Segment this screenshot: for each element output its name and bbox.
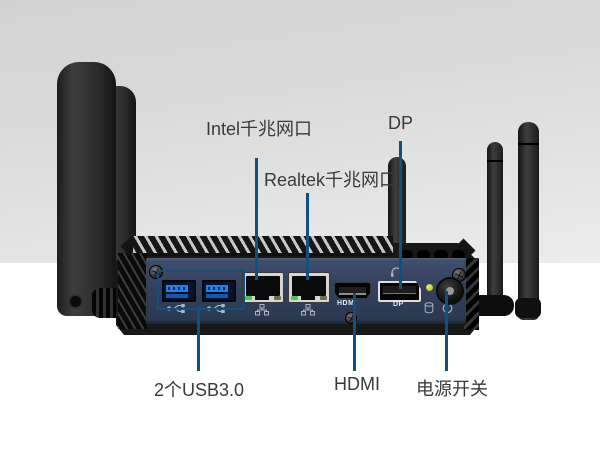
usb3-port-1 — [162, 280, 196, 302]
heatsink-fins-right — [464, 258, 479, 330]
left-paddle-antenna-front — [57, 62, 116, 316]
power-button-cap — [446, 287, 454, 295]
top-vent-slots — [399, 250, 465, 260]
callout-line-realtek-lan — [306, 193, 309, 280]
lan-led-amber — [320, 296, 327, 300]
label-realtek-lan: Realtek千兆网口 — [264, 170, 398, 190]
vent-slot — [434, 250, 448, 260]
callout-line-hdmi — [353, 293, 356, 371]
usb-callout-box — [157, 270, 245, 310]
callout-line-usb — [197, 306, 200, 371]
vent-slot — [416, 250, 430, 260]
hdmi-slot — [339, 287, 366, 295]
lan-led-green — [245, 296, 252, 300]
label-intel-lan: Intel千兆网口 — [206, 119, 313, 139]
label-hdmi: HDMI — [334, 374, 380, 394]
usb-pins — [168, 287, 186, 290]
vent-slot — [451, 250, 465, 260]
right-antenna-elbow — [515, 298, 541, 318]
usb-base — [206, 294, 228, 298]
callout-line-dp — [399, 141, 402, 289]
usb-pins — [208, 287, 226, 290]
label-dp: DP — [388, 113, 414, 133]
usb3-port-2 — [202, 280, 236, 302]
callout-line-power — [445, 291, 448, 371]
antenna-hole — [68, 294, 83, 309]
lan-led-amber — [274, 296, 281, 300]
label-power: 电源开关 — [416, 379, 488, 399]
label-usb: 2个USB3.0 — [154, 380, 245, 400]
lan-port-realtek — [288, 272, 330, 303]
antenna-seam — [487, 160, 503, 162]
rj45-jack — [292, 276, 326, 296]
heatsink-fins-left — [118, 253, 147, 329]
rj45-tab — [255, 295, 269, 300]
dp-slot — [383, 286, 416, 294]
rj45-tab — [301, 295, 315, 300]
heatsink-fins-top — [133, 236, 393, 256]
ethernet-nodes-icon — [301, 304, 315, 316]
rj45-jack — [246, 276, 280, 296]
antenna-seam — [518, 143, 539, 145]
screw-icon — [149, 265, 163, 279]
hdmi-port-print: HDMI — [337, 300, 357, 307]
right-rod-antenna-short — [487, 142, 503, 312]
screw-icon — [452, 268, 466, 282]
lan-port-intel — [242, 272, 284, 303]
hdd-indicator-icon — [424, 302, 434, 314]
right-rod-antenna-tall — [518, 122, 539, 320]
hdmi-port — [334, 282, 371, 299]
vent-slot — [399, 250, 413, 260]
dp-port-print: DP — [393, 301, 404, 308]
ethernet-nodes-icon — [255, 304, 269, 316]
lan-led-green — [291, 296, 298, 300]
callout-line-intel-lan — [255, 158, 258, 280]
power-led — [426, 284, 433, 291]
usb-base — [166, 294, 188, 298]
